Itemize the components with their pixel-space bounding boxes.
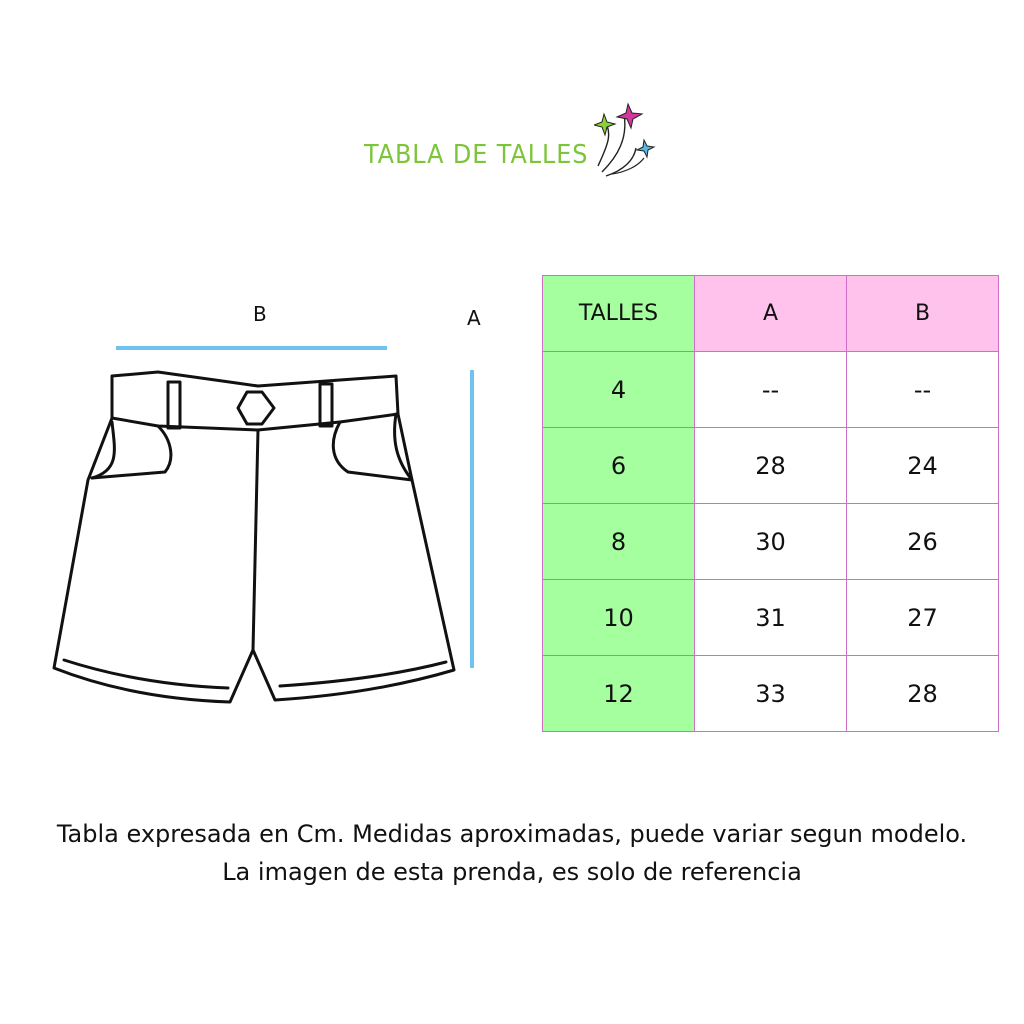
size-cell: 8 xyxy=(542,503,695,580)
shorts-diagram: B A xyxy=(40,290,510,720)
size-cell: 4 xyxy=(542,351,695,428)
header-cell-a: A xyxy=(694,275,847,352)
table-header-row: TALLES A B xyxy=(542,275,999,352)
shooting-stars-icon xyxy=(594,102,656,177)
size-cell: 6 xyxy=(542,427,695,504)
footer-note-line-1: Tabla expresada en Cm. Medidas aproximad… xyxy=(56,820,968,848)
footer-note-line-2: La imagen de esta prenda, es solo de ref… xyxy=(222,858,802,886)
measure-a-cell: 30 xyxy=(694,503,847,580)
measure-a-cell: -- xyxy=(694,351,847,428)
dimension-label-b: B xyxy=(253,302,267,326)
measure-b-cell: 28 xyxy=(846,655,999,732)
measure-a-cell: 28 xyxy=(694,427,847,504)
size-cell: 10 xyxy=(542,579,695,656)
table-row: 12 33 28 xyxy=(542,655,999,732)
size-table: TALLES A B 4 -- -- 6 28 24 8 30 26 10 31… xyxy=(542,275,999,732)
measure-b-cell: 24 xyxy=(846,427,999,504)
table-row: 6 28 24 xyxy=(542,427,999,504)
measure-b-cell: 26 xyxy=(846,503,999,580)
header-cell-talles: TALLES xyxy=(542,275,695,352)
measure-b-cell: -- xyxy=(846,351,999,428)
measure-a-cell: 33 xyxy=(694,655,847,732)
size-cell: 12 xyxy=(542,655,695,732)
table-row: 10 31 27 xyxy=(542,579,999,656)
table-row: 8 30 26 xyxy=(542,503,999,580)
page-title: TABLA DE TALLES xyxy=(364,140,589,170)
header-cell-b: B xyxy=(846,275,999,352)
measure-b-cell: 27 xyxy=(846,579,999,656)
dimension-label-a: A xyxy=(467,306,481,330)
shorts-illustration xyxy=(52,346,474,704)
measure-a-cell: 31 xyxy=(694,579,847,656)
header: TABLA DE TALLES xyxy=(360,100,660,190)
table-row: 4 -- -- xyxy=(542,351,999,428)
